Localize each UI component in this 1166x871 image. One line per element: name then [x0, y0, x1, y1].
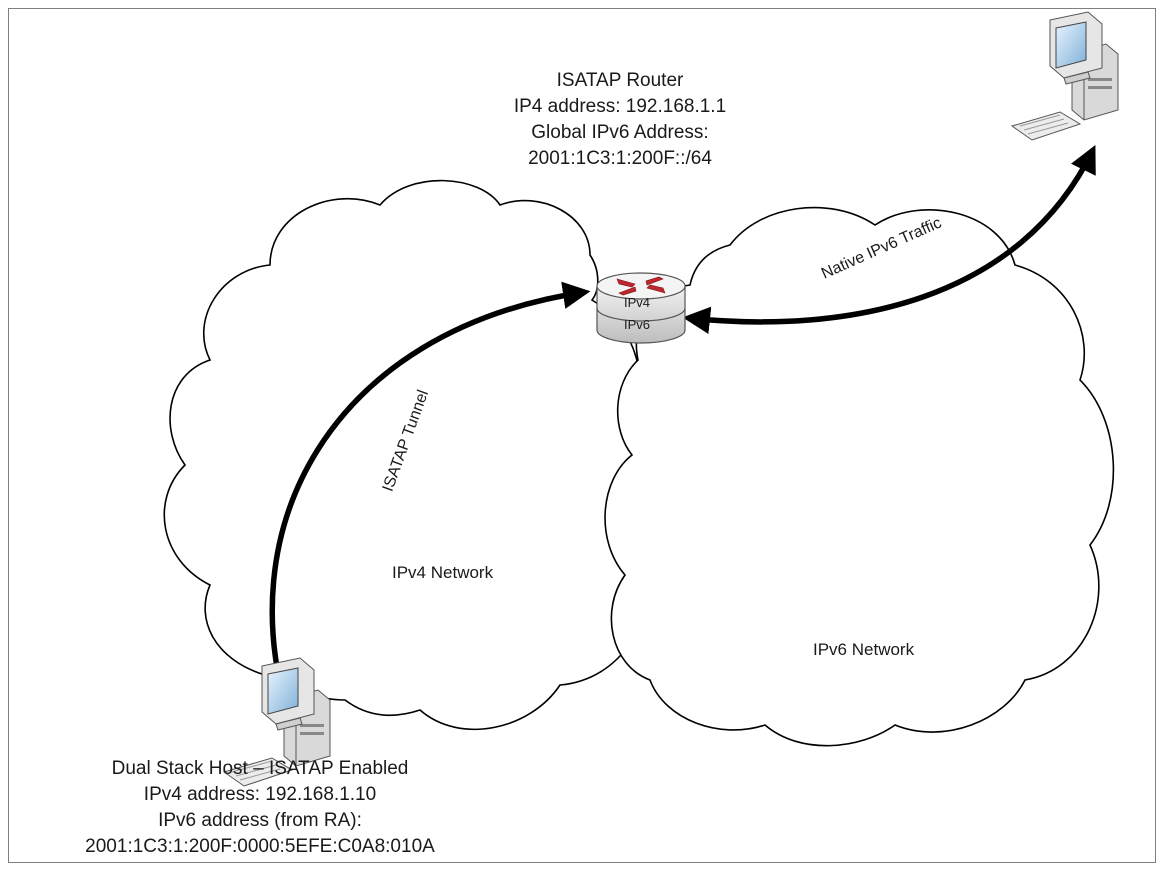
router-title: ISATAP Router: [556, 70, 684, 91]
router-label: ISATAP Router IP4 address: 192.168.1.1 G…: [470, 68, 770, 172]
router-ipv6-prefix: 2001:1C3:1:200F::/64: [528, 148, 712, 169]
host-ipv6-address: 2001:1C3:1:200F:0000:5EFE:C0A8:010A: [85, 836, 435, 857]
ipv4-network-cloud: [163, 179, 670, 731]
ipv6-network-label: IPv6 Network: [813, 640, 915, 659]
router-ipv6-heading: Global IPv6 Address:: [531, 122, 709, 143]
router-ipv4-address: IP4 address: 192.168.1.1: [513, 96, 727, 117]
desktop-computer-icon: [1010, 11, 1119, 141]
router-icon: [596, 272, 686, 344]
native-ipv6-arrow: [682, 145, 1096, 334]
host-label: Dual Stack Host – ISATAP Enabled IPv4 ad…: [40, 756, 480, 860]
host-ipv4-address: IPv4 address: 192.168.1.10: [143, 784, 377, 805]
host-title: Dual Stack Host – ISATAP Enabled: [111, 758, 409, 779]
diagram-frame: [8, 8, 1156, 863]
desktop-computer-icon: [222, 657, 331, 787]
router-layer-ipv4: IPv4: [624, 295, 651, 310]
ipv4-network-label: IPv4 Network: [392, 563, 494, 582]
isatap-tunnel-arrow: [269, 281, 591, 732]
host-ipv6-heading: IPv6 address (from RA):: [158, 810, 362, 831]
router-layer-ipv6: IPv6: [624, 317, 651, 332]
